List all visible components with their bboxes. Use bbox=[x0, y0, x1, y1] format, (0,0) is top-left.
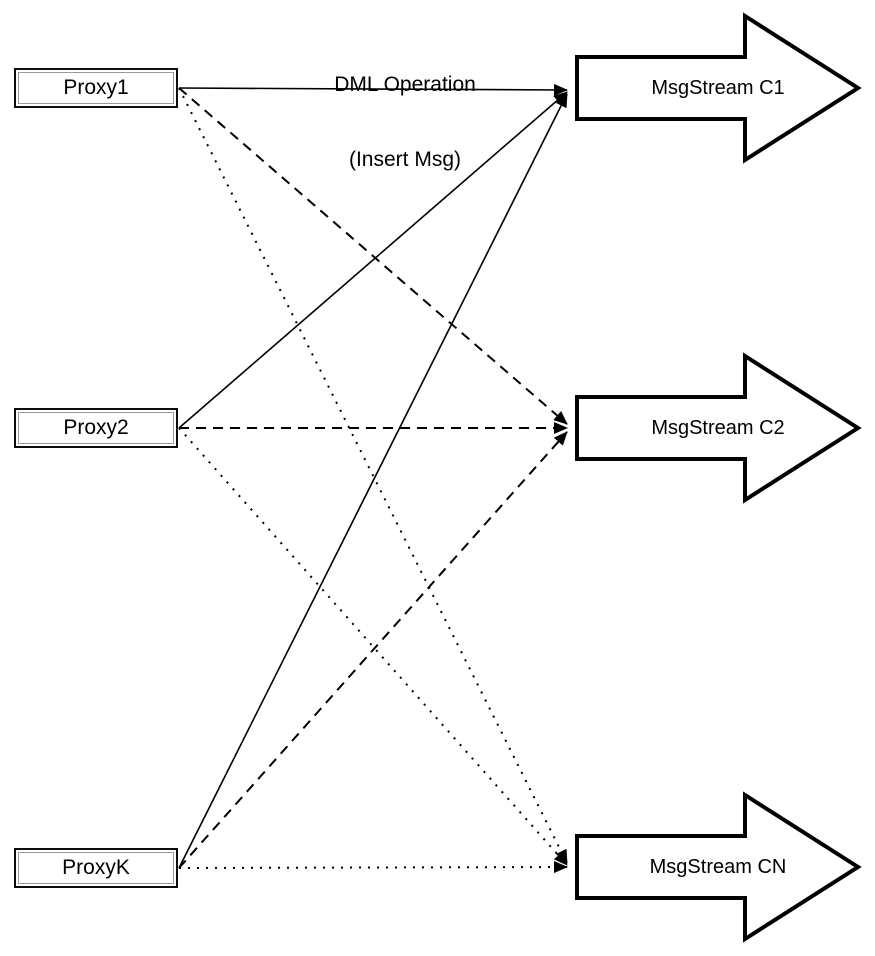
msgstream-c2-label: MsgStream C2 bbox=[651, 417, 785, 439]
edge-proxy2-cn-dotted bbox=[178, 427, 568, 866]
node-proxyk-label: ProxyK bbox=[18, 852, 174, 884]
edge-annotation: DML Operation (Insert Msg) bbox=[105, 22, 705, 222]
msgstream-cn-label: MsgStream CN bbox=[649, 856, 787, 878]
node-proxyk: ProxyK bbox=[14, 848, 178, 888]
msgstream-c2-arrow-shape bbox=[575, 352, 862, 504]
edge-proxyk-cn-dotted bbox=[178, 861, 568, 874]
edge-proxy1-c2-dashed bbox=[178, 87, 568, 425]
node-proxy2-label: Proxy2 bbox=[18, 412, 174, 444]
edge-proxy2-c1-solid bbox=[178, 91, 568, 429]
msgstream-c1-label: MsgStream C1 bbox=[651, 77, 785, 99]
edge-proxyk-c2-dashed bbox=[178, 431, 568, 869]
edge-annotation-line2: (Insert Msg) bbox=[348, 148, 461, 171]
node-proxy1: Proxy1 bbox=[14, 68, 178, 108]
msgstream-c1-arrow-shape bbox=[575, 12, 862, 164]
node-proxy1-label: Proxy1 bbox=[18, 72, 174, 104]
edge-proxyk-c1-solid bbox=[178, 93, 568, 869]
edge-proxy1-c1-solid bbox=[178, 83, 568, 96]
edge-proxy1-cn-dotted bbox=[178, 87, 568, 864]
edge-annotation-line1: DML Operation bbox=[334, 73, 476, 96]
msgstream-cn-arrow-shape bbox=[575, 791, 862, 943]
node-proxy2: Proxy2 bbox=[14, 408, 178, 448]
